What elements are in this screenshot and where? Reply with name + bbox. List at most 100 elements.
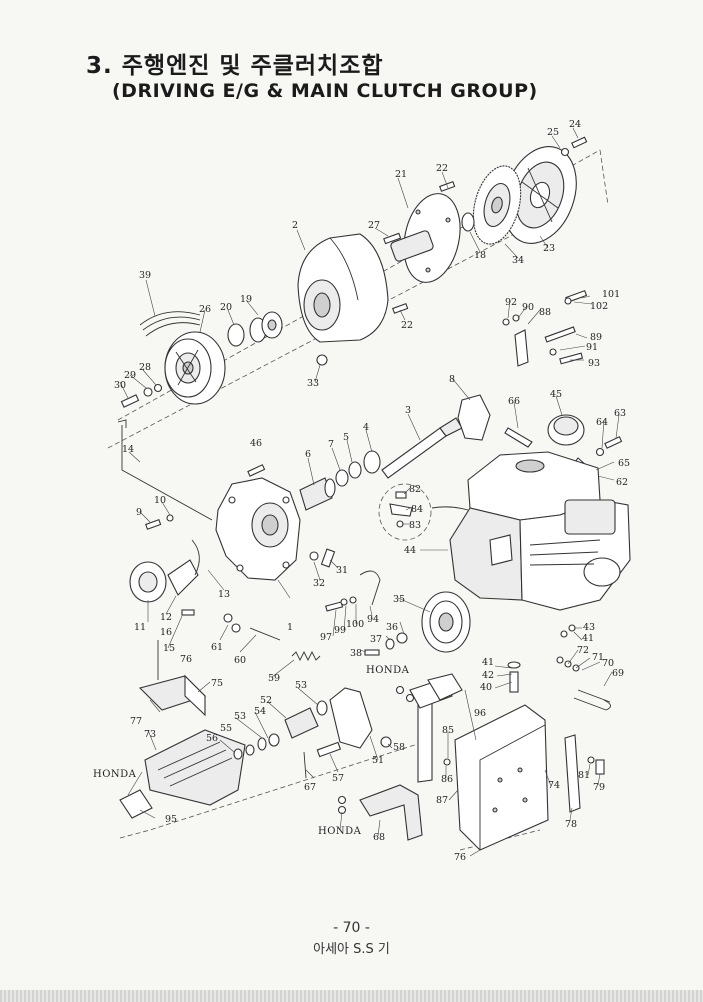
pointer-arrow — [431, 506, 469, 511]
pin-57 — [316, 741, 342, 758]
label-part-44: 44 — [404, 545, 416, 556]
label-part-28: 28 — [139, 362, 151, 373]
bolt-38 — [364, 649, 380, 656]
label-part-51: 51 — [372, 755, 384, 766]
label-part-81: 81 — [578, 770, 590, 781]
label-part-61: 61 — [211, 642, 223, 653]
label-part-27: 27 — [368, 220, 380, 231]
label-part-5: 5 — [343, 432, 349, 443]
bearing-19 — [249, 311, 283, 343]
gasket-8 — [457, 394, 491, 441]
pin-22-bottom — [392, 303, 409, 314]
label-part-35: 35 — [393, 594, 405, 605]
washer-54 — [257, 737, 267, 751]
label-part-52: 52 — [260, 695, 272, 706]
label-part-58: 58 — [393, 742, 405, 753]
label-part-68: 68 — [373, 832, 385, 843]
label-part-76b: 76 — [454, 852, 466, 863]
label-part-33: 33 — [307, 378, 319, 389]
label-part-25: 25 — [547, 127, 559, 138]
label-part-8: 8 — [449, 374, 455, 385]
scan-edge-artifact — [0, 990, 703, 1002]
label-part-65: 65 — [618, 458, 630, 469]
bolt-24 — [571, 136, 588, 149]
label-part-100: 100 — [346, 619, 364, 630]
label-part-42: 42 — [482, 670, 494, 681]
nut-86 — [443, 758, 451, 766]
nut-95a — [395, 685, 405, 695]
spring-13 — [191, 539, 200, 576]
pin-27 — [383, 232, 402, 245]
label-part-102: 102 — [590, 301, 608, 312]
page-title-english: (DRIVING E/G & MAIN CLUTCH GROUP) — [112, 80, 538, 102]
washer-28 — [153, 383, 163, 393]
label-part-13: 13 — [218, 589, 230, 600]
label-part-75: 75 — [211, 678, 223, 689]
label-part-66: 66 — [508, 396, 520, 407]
label-part-41b: 41 — [482, 657, 494, 668]
bearing-4 — [363, 450, 381, 474]
tension-lever-51 — [329, 687, 373, 749]
bolt-63 — [604, 436, 623, 449]
label-part-84: 84 — [411, 504, 423, 515]
label-part-30: 30 — [114, 380, 126, 391]
brand-label-honda-engine: HONDA — [366, 665, 410, 676]
label-part-60: 60 — [234, 655, 246, 666]
washer-85a — [337, 795, 347, 805]
label-part-29: 29 — [124, 370, 136, 381]
spring-59 — [291, 650, 321, 662]
label-part-23: 23 — [543, 243, 555, 254]
u-bolt-69 — [573, 689, 611, 711]
label-part-39: 39 — [139, 270, 151, 281]
label-part-3: 3 — [405, 405, 411, 416]
label-part-11: 11 — [134, 622, 146, 633]
label-part-63: 63 — [614, 408, 626, 419]
washer-29 — [143, 387, 153, 397]
bolt-40 — [509, 671, 519, 693]
flywheel-21 — [390, 193, 461, 283]
washer-61a — [223, 613, 233, 623]
label-part-99: 99 — [334, 625, 346, 636]
seal-5 — [348, 461, 362, 479]
washer-55 — [245, 744, 255, 756]
rod-60 — [249, 627, 281, 641]
label-part-101: 101 — [602, 289, 620, 300]
label-part-94: 94 — [367, 614, 379, 625]
washer-32 — [309, 551, 319, 561]
engine-44 — [449, 451, 631, 611]
label-part-12: 12 — [160, 612, 172, 623]
bolt-97 — [325, 601, 344, 612]
label-part-36: 36 — [386, 622, 398, 633]
page-number: - 70 - — [333, 920, 370, 936]
label-part-85: 85 — [442, 725, 454, 736]
plate-84 — [389, 503, 413, 517]
bearing-18 — [461, 212, 475, 232]
label-part-53b: 53 — [234, 711, 246, 722]
label-part-73: 73 — [144, 729, 156, 740]
label-part-1: 1 — [287, 622, 293, 633]
label-part-6: 6 — [305, 449, 311, 460]
label-part-24: 24 — [569, 119, 581, 130]
label-part-9: 9 — [136, 507, 142, 518]
label-part-4: 4 — [363, 422, 369, 433]
label-part-32: 32 — [313, 578, 325, 589]
brand-label-honda-muffler: HONDA — [93, 769, 137, 780]
label-part-19: 19 — [240, 294, 252, 305]
label-part-95: 95 — [165, 814, 177, 825]
page-title-korean: 3. 주행엔진 및 주클러치조합 — [86, 53, 384, 79]
label-part-79: 79 — [593, 782, 605, 793]
label-part-71: 71 — [592, 652, 604, 663]
brand-label-honda-exhaust: HONDA — [318, 826, 362, 837]
bolt-82 — [395, 491, 407, 499]
label-part-74: 74 — [548, 780, 560, 791]
label-part-86: 86 — [441, 774, 453, 785]
bolt-31 — [320, 548, 336, 568]
pin-66 — [504, 427, 533, 448]
collar-52 — [284, 707, 319, 739]
label-part-40: 40 — [480, 682, 492, 693]
detail-circle-82-84 — [378, 483, 432, 541]
label-part-31: 31 — [336, 565, 348, 576]
tension-rod-14 — [117, 419, 213, 521]
label-part-14: 14 — [122, 444, 134, 455]
